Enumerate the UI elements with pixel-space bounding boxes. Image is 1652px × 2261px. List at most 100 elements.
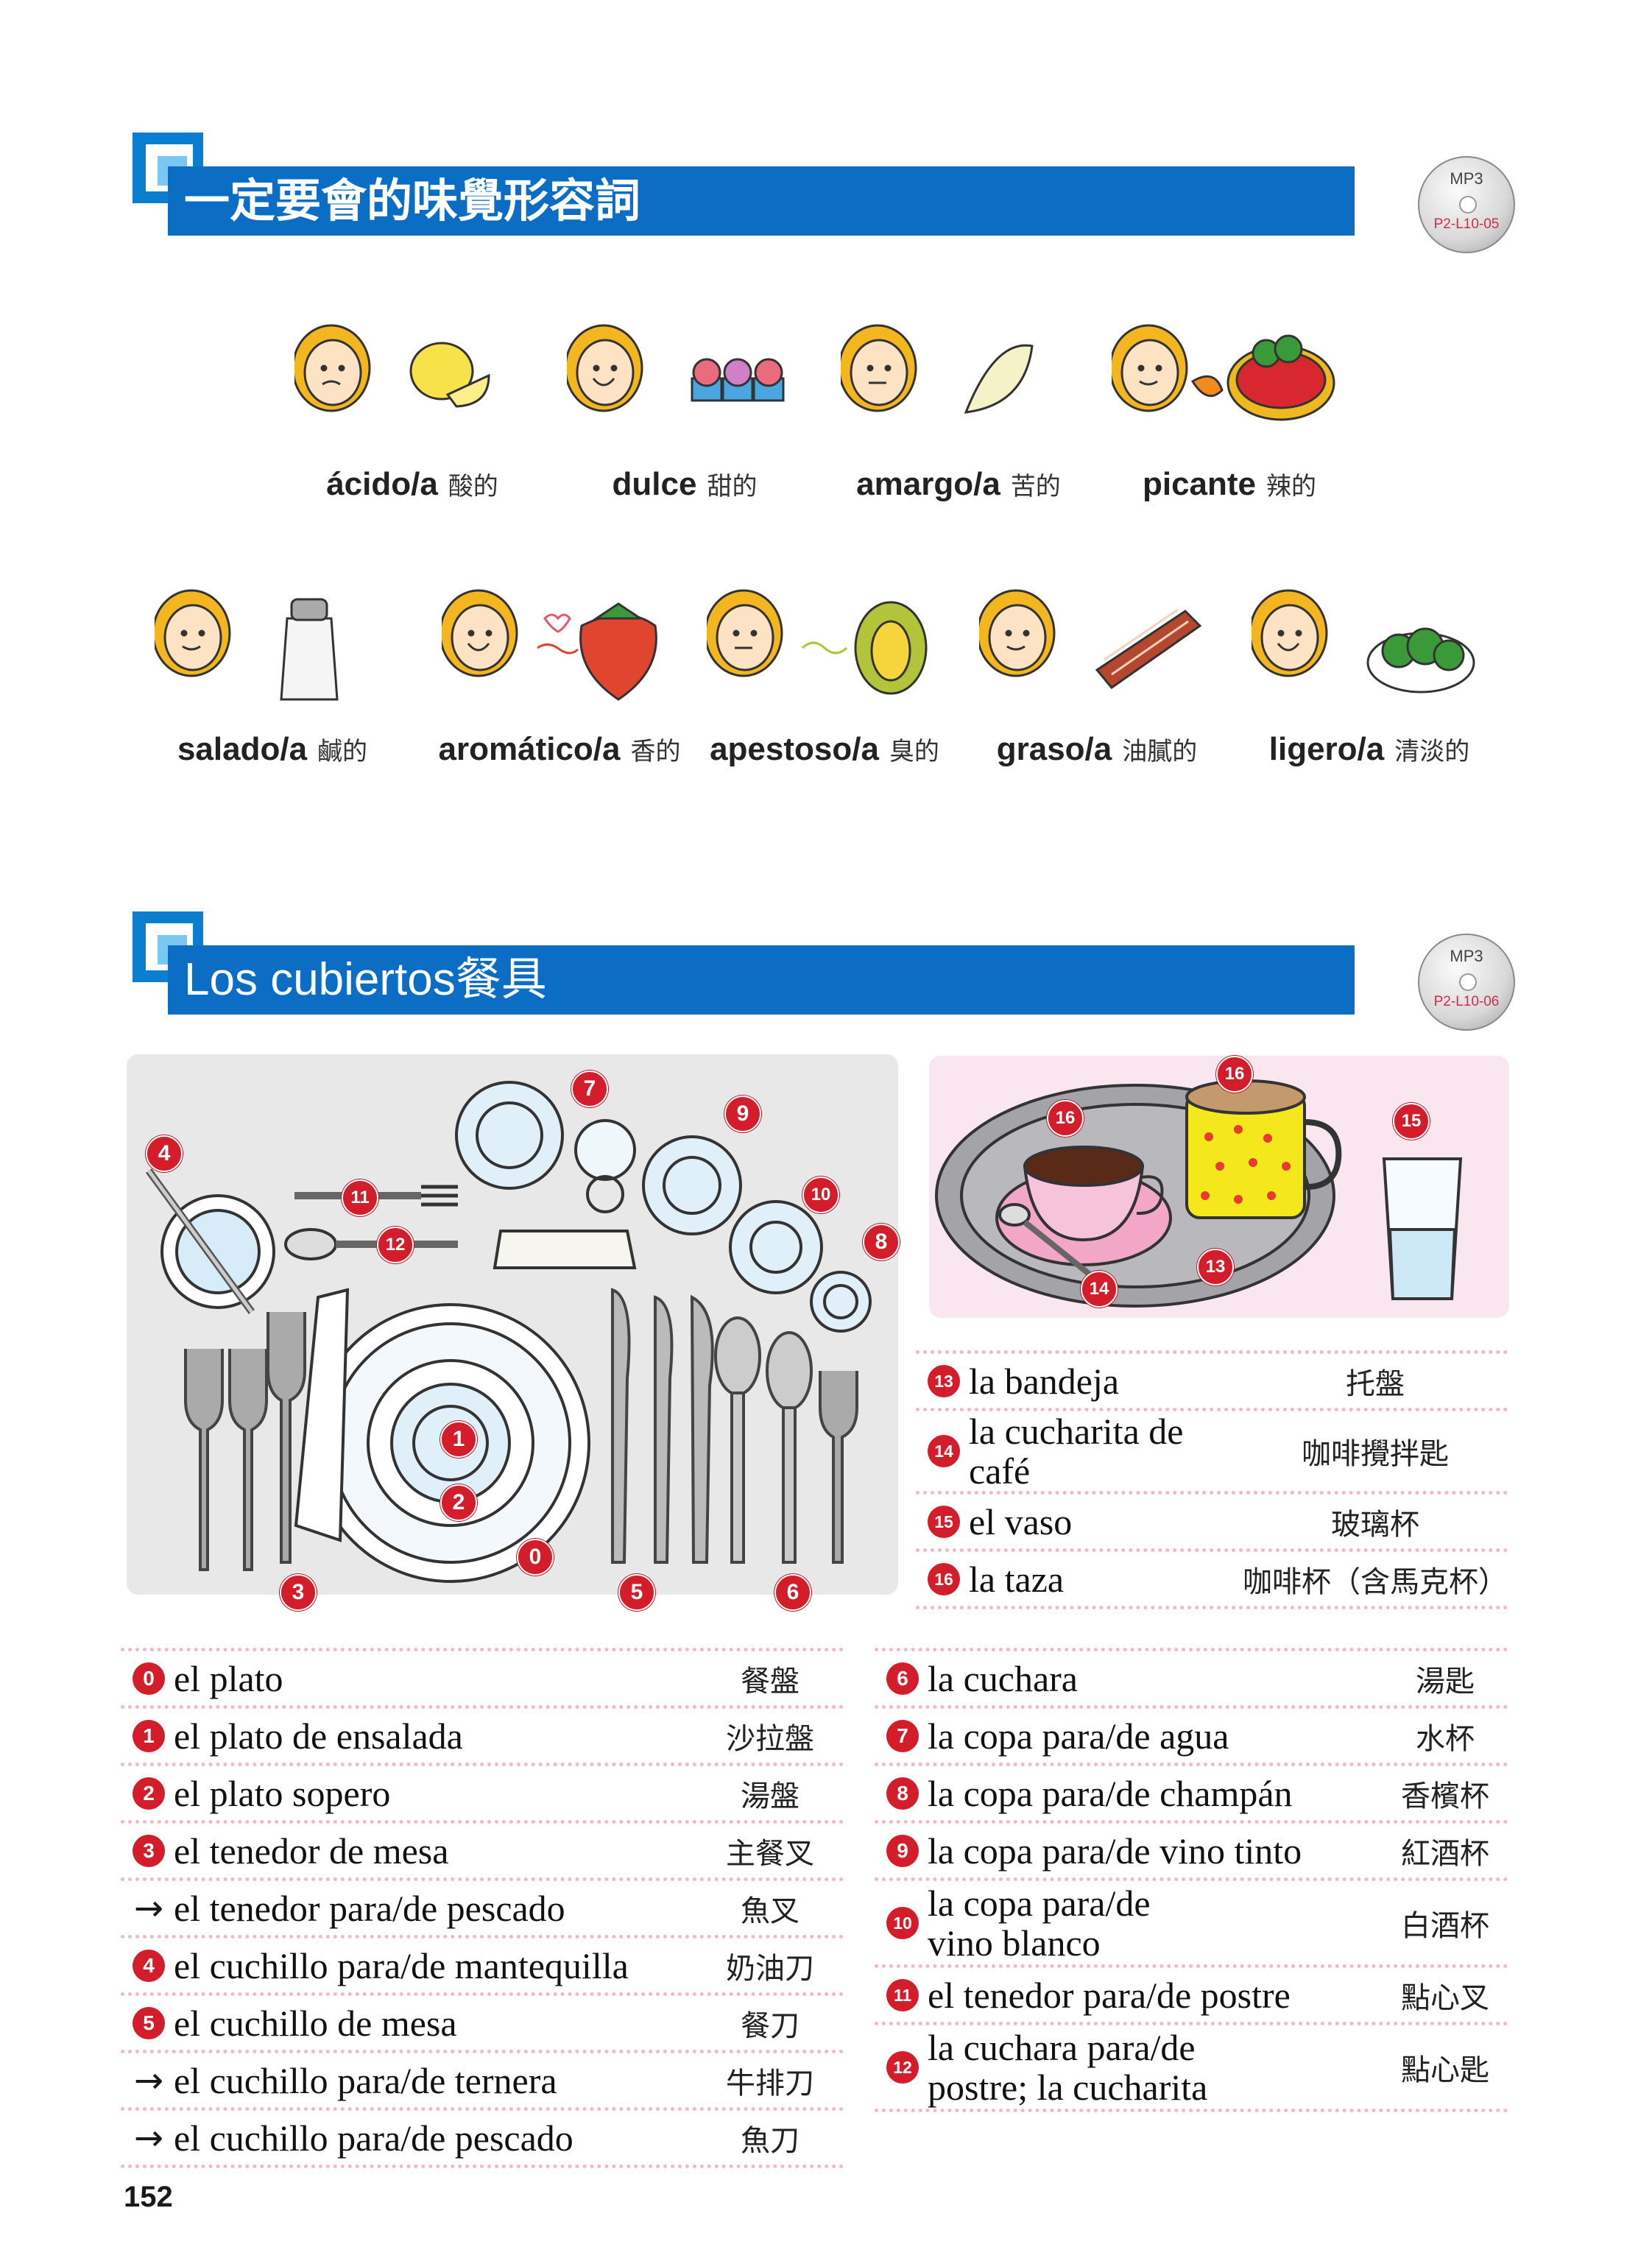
vocab-spanish: el cuchillo para/de pescado xyxy=(174,2117,573,2159)
callout-badge: 0 xyxy=(517,1539,554,1576)
mp3-disc-icon[interactable]: MP3 P2-L10-06 xyxy=(1418,934,1515,1031)
taste-caption: dulce 甜的 xyxy=(537,465,832,503)
item-number: 0 xyxy=(133,1662,165,1695)
vocab-chinese: 魚叉 xyxy=(741,1894,799,1928)
taste-spanish: amargo/a xyxy=(856,466,1000,502)
vocab-spanish: la cucharita de café xyxy=(969,1411,1184,1492)
callout-badge: 6 xyxy=(774,1574,811,1611)
taste-spanish: aromático/a xyxy=(438,731,621,767)
taste-caption: ligero/a 清淡的 xyxy=(1222,730,1517,768)
vocab-spanish: la cuchara para/de postre; la cucharita xyxy=(928,2026,1208,2108)
face-icon xyxy=(1252,589,1328,677)
vocab-spanish: la copa para/de agua xyxy=(928,1715,1229,1757)
taste-item: graso/a 油膩的 xyxy=(979,589,1215,780)
taste-chinese: 臭的 xyxy=(889,737,939,766)
mp3-disc-icon[interactable]: MP3 P2-L10-05 xyxy=(1418,156,1515,253)
callout-badge: 9 xyxy=(724,1096,761,1132)
vocab-chinese: 湯匙 xyxy=(1416,1664,1475,1699)
item-number: 7 xyxy=(886,1719,919,1752)
item-number: 4 xyxy=(133,1949,165,1982)
coffee-tray-drawing xyxy=(935,1079,1463,1308)
vocab-chinese: 咖啡杯（含馬克杯） xyxy=(1243,1565,1508,1599)
vocab-spanish: la bandeja xyxy=(969,1360,1120,1402)
taste-spanish: apestoso/a xyxy=(710,731,879,767)
taste-spanish: picante xyxy=(1142,466,1257,502)
item-number: 3 xyxy=(133,1834,165,1867)
vocab-chinese: 點心匙 xyxy=(1401,2053,1489,2087)
table-setting-drawing xyxy=(145,1081,872,1583)
vocab-chinese: 白酒杯 xyxy=(1401,1908,1489,1943)
vocab-spanish: el cuchillo para/de ternera xyxy=(174,2059,557,2101)
item-number: 6 xyxy=(886,1662,919,1695)
taste-caption: graso/a 油膩的 xyxy=(950,730,1244,768)
taste-caption: amargo/a 苦的 xyxy=(811,465,1106,503)
arrow-icon: → xyxy=(133,2117,164,2159)
taste-item: ligero/a 清淡的 xyxy=(1252,589,1487,780)
face-icon xyxy=(1112,324,1188,412)
taste-caption: aromático/a 香的 xyxy=(412,730,707,768)
page-number: 152 xyxy=(124,2181,173,2213)
callout-badge: 1 xyxy=(440,1421,477,1458)
vocab-chinese: 沙拉盤 xyxy=(726,1721,814,1756)
broccoli-icon xyxy=(1252,589,1475,694)
taste-item: apestoso/a 臭的 xyxy=(707,589,942,780)
vocab-chinese: 魚刀 xyxy=(741,2123,799,2158)
face-icon xyxy=(707,589,783,677)
callout-badge: 14 xyxy=(1081,1271,1118,1308)
vocab-chinese: 玻璃杯 xyxy=(1331,1507,1419,1542)
item-number: 11 xyxy=(886,1978,919,2011)
taste-item: picante 辣的 xyxy=(1112,324,1347,515)
taste-item: dulce 甜的 xyxy=(567,324,802,515)
vocab-chinese: 餐盤 xyxy=(741,1664,799,1699)
vocab-spanish: el vaso xyxy=(969,1500,1073,1542)
taste-caption: salado/a 鹹的 xyxy=(125,730,420,768)
callout-badge: 4 xyxy=(146,1135,183,1172)
taste-spanish: dulce xyxy=(612,466,697,502)
vocab-spanish: la copa para/de champán xyxy=(928,1772,1293,1814)
taste-chinese: 酸的 xyxy=(448,472,498,501)
salt-shaker-icon xyxy=(155,589,339,701)
chili-dish-icon xyxy=(1112,324,1335,421)
face-icon xyxy=(841,324,917,412)
vocab-chinese: 牛排刀 xyxy=(726,2066,814,2100)
vocab-row: 12 la cuchara para/de postre; la cucharit… xyxy=(875,2022,1508,2112)
item-number: 12 xyxy=(886,2050,919,2084)
taste-item: amargo/a 苦的 xyxy=(841,324,1076,515)
item-number: 9 xyxy=(886,1834,919,1867)
callout-badge: 5 xyxy=(618,1574,655,1611)
vocab-row: 3 el tenedor de mesa 主餐叉 xyxy=(121,1820,844,1877)
item-number: 8 xyxy=(886,1777,919,1810)
callout-badge: 12 xyxy=(377,1227,414,1263)
face-icon xyxy=(294,324,371,412)
taste-item: aromático/a 香的 xyxy=(439,589,680,780)
item-number: 5 xyxy=(133,2006,165,2039)
callout-badge: 16 xyxy=(1047,1100,1084,1137)
vocab-chinese: 奶油刀 xyxy=(726,1951,814,1986)
vocab-spanish: el tenedor de mesa xyxy=(174,1830,449,1872)
taste-chinese: 苦的 xyxy=(1010,472,1061,501)
callout-badge: 16 xyxy=(1216,1056,1253,1093)
taste-caption: picante 辣的 xyxy=(1082,465,1377,503)
taste-spanish: salado/a xyxy=(177,731,308,767)
vocab-spanish: el cuchillo de mesa xyxy=(174,2002,457,2044)
face-icon xyxy=(979,589,1056,677)
item-number: 10 xyxy=(886,1906,919,1939)
vocab-chinese: 主餐叉 xyxy=(726,1836,814,1871)
vocab-spanish: la copa para/de vino blanco xyxy=(928,1882,1151,1964)
